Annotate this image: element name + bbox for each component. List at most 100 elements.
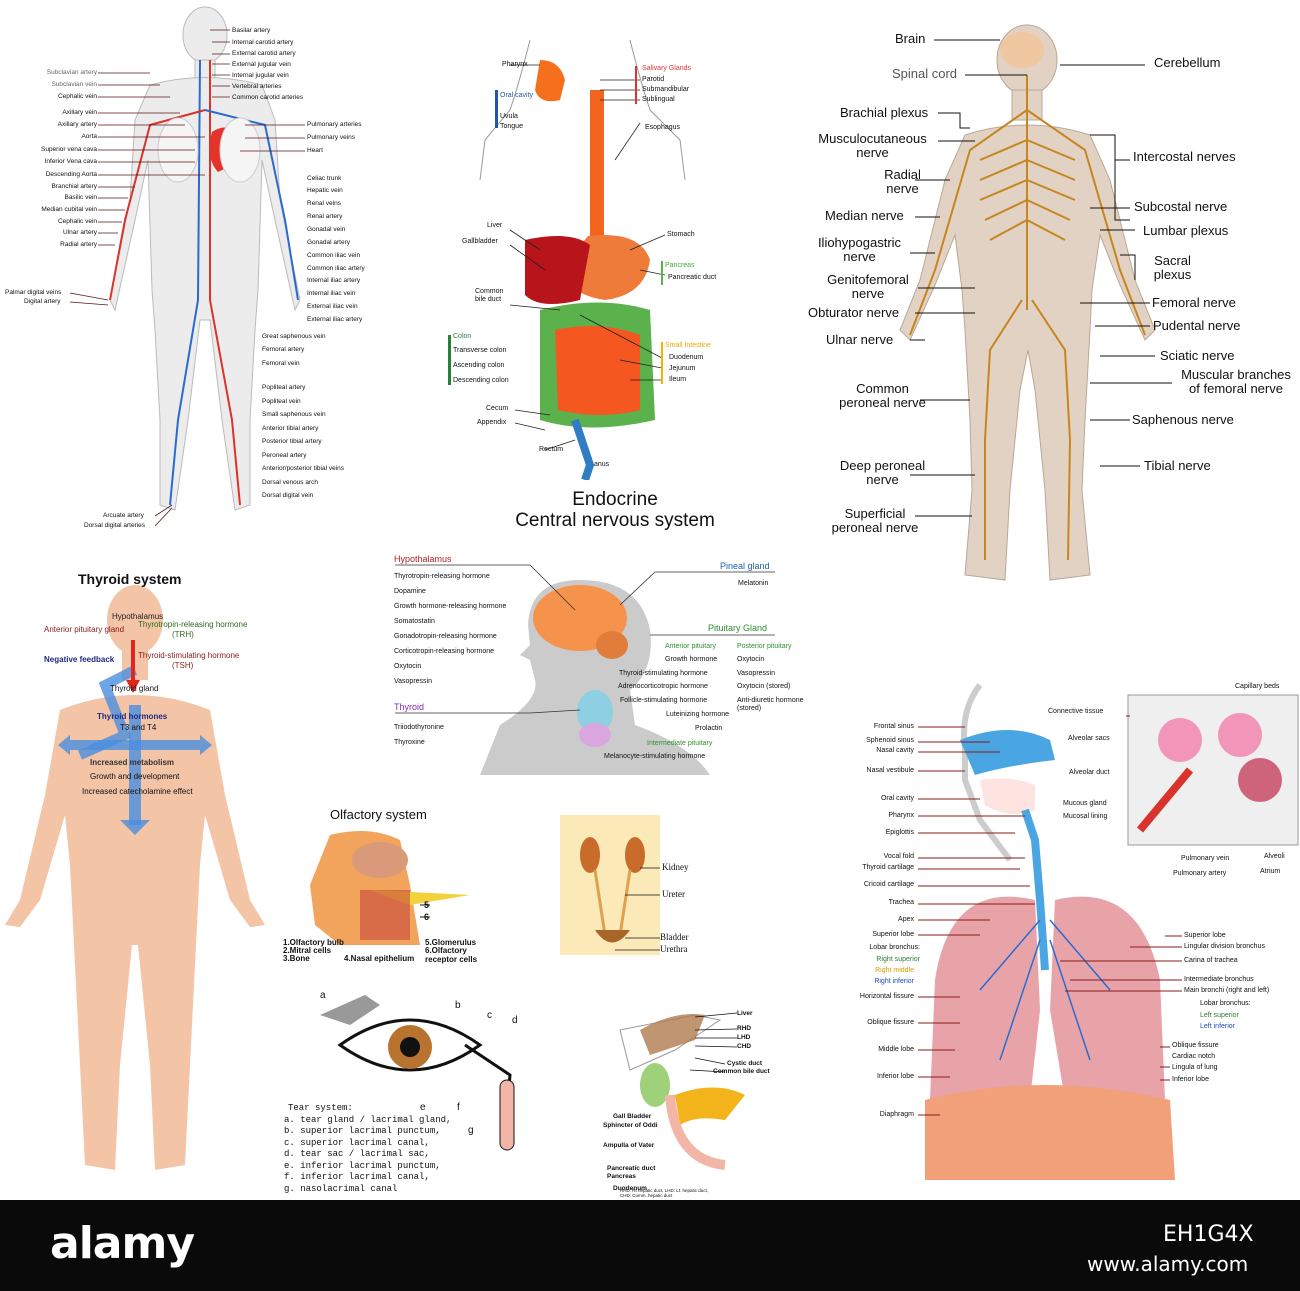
label: Oral cavity bbox=[500, 92, 534, 99]
label: Atrium bbox=[1260, 868, 1281, 875]
label: Thyroid hormones bbox=[97, 712, 168, 721]
label: Gall Bladder bbox=[613, 1113, 652, 1120]
label: Capillary beds bbox=[1235, 683, 1280, 690]
label: Jejunum bbox=[669, 365, 696, 372]
label: Obturator nerve bbox=[808, 305, 900, 320]
label: Oblique fissure bbox=[1172, 1042, 1219, 1049]
label: Somatostatin bbox=[394, 618, 435, 625]
label: Radial nerve bbox=[884, 167, 921, 197]
label: Posterior tibial artery bbox=[262, 438, 322, 445]
label: Growth hormone bbox=[665, 656, 718, 663]
label: Basilar artery bbox=[232, 27, 271, 34]
label: Corticotropin-releasing hormone bbox=[394, 648, 494, 655]
label: Left superior bbox=[1200, 1012, 1239, 1019]
label: Inferior lobe bbox=[877, 1073, 914, 1080]
label: Peroneal artery bbox=[262, 452, 307, 459]
endocrine-panel: Hypothalamus Thyrotropin-releasing hormo… bbox=[390, 550, 810, 780]
label: Ascending colon bbox=[453, 362, 505, 369]
label: Subcostal nerve bbox=[1134, 199, 1228, 214]
label: Anti-diuretic hormone (stored) bbox=[737, 697, 804, 712]
legend-item: f. inferior lacrimal canal, bbox=[284, 1172, 430, 1182]
label: Growth hormone-releasing hormone bbox=[394, 603, 507, 610]
label: Pulmonary arteries bbox=[307, 121, 362, 128]
label: Appendix bbox=[477, 419, 507, 426]
olfactory-figure bbox=[310, 831, 470, 945]
tear-panel: a b c d e f g Tear system: a. tear gland… bbox=[280, 985, 540, 1195]
label: Gonadotropin-releasing hormone bbox=[394, 633, 497, 640]
label: Median cubital vein bbox=[41, 206, 97, 213]
label: Sphincter of Oddi bbox=[603, 1122, 658, 1129]
label: Celiac trunk bbox=[307, 175, 342, 182]
label: Inferior lobe bbox=[1172, 1076, 1209, 1083]
label: Left inferior bbox=[1200, 1023, 1236, 1030]
biliary-figure bbox=[619, 1012, 745, 1170]
label: Dorsal digital arteries bbox=[84, 522, 146, 529]
legend-item: a. tear gland / lacrimal gland, bbox=[284, 1114, 452, 1125]
footer-bar: alamy EH1G4X www.alamy.com bbox=[0, 1200, 1300, 1291]
label: Vertebral arteries bbox=[232, 83, 282, 90]
label: Genitofemoral nerve bbox=[827, 272, 909, 302]
label: Dorsal digital vein bbox=[262, 492, 314, 499]
label: Cephalic vein bbox=[57, 218, 97, 225]
label: Cephalic vein bbox=[57, 93, 97, 100]
label: Urethra bbox=[660, 944, 688, 954]
label: Great saphenous vein bbox=[262, 333, 326, 340]
nervous-figure bbox=[899, 24, 1172, 581]
label: Branchial artery bbox=[51, 183, 97, 190]
label: Spinal cord bbox=[892, 66, 958, 81]
legend-item: d. tear sac / lacrimal sac, bbox=[284, 1149, 430, 1159]
label: 2.Mitral cells bbox=[283, 946, 332, 955]
label: Nasal cavity bbox=[876, 747, 914, 754]
label: Mucous gland bbox=[1063, 800, 1107, 807]
label: Anterior pituitary gland bbox=[44, 625, 125, 634]
label: Sciatic nerve bbox=[1160, 348, 1235, 363]
label: Ulnar artery bbox=[63, 229, 97, 236]
label: 3.Bone bbox=[283, 954, 310, 963]
label: Brachial plexus bbox=[840, 105, 929, 120]
label: Median nerve bbox=[825, 208, 904, 223]
label: Prolactin bbox=[695, 725, 723, 732]
label: Vasopressin bbox=[737, 670, 776, 677]
label: 4.Nasal epithelium bbox=[344, 954, 415, 963]
label: Tongue bbox=[500, 123, 523, 130]
label: Thyrotropin-releasing hormone bbox=[138, 620, 248, 629]
label: Stomach bbox=[667, 231, 695, 238]
label: Carina of trachea bbox=[1184, 957, 1238, 964]
label: Gonadal vein bbox=[307, 226, 346, 233]
label: Alveolar duct bbox=[1069, 769, 1110, 776]
label: Arcuate artery bbox=[103, 512, 144, 519]
label: Palmar digital veins bbox=[5, 289, 62, 296]
label: Lobar bronchus: bbox=[1200, 1000, 1251, 1007]
label: Colon bbox=[453, 333, 472, 340]
label: Common iliac vein bbox=[307, 252, 361, 259]
label: Increased metabolism bbox=[90, 758, 175, 767]
label: Mucosal lining bbox=[1063, 813, 1108, 820]
label: Hypothalamus bbox=[394, 554, 452, 564]
label: Oblique fissure bbox=[867, 1019, 914, 1026]
label: Common carotid arteries bbox=[232, 94, 304, 101]
label: Esophagus bbox=[645, 124, 681, 131]
label: Deep peroneal nerve bbox=[839, 458, 926, 488]
label: External jugular vein bbox=[232, 61, 291, 68]
label: Saphenous nerve bbox=[1132, 412, 1234, 427]
biliary-note-1: RHD: Rt hepatic duct, LHD: Lt. hepatic d… bbox=[620, 1188, 709, 1193]
label: External carotid artery bbox=[232, 50, 296, 57]
label: Connective tissue bbox=[1048, 708, 1104, 715]
label: Hypothalamus bbox=[112, 612, 164, 621]
label: Aorta bbox=[81, 133, 97, 140]
label: Gallbladder bbox=[462, 238, 498, 245]
label: Main bronchi (right and left) bbox=[1184, 987, 1270, 994]
label: External iliac artery bbox=[307, 316, 363, 323]
label: Submandibular bbox=[642, 86, 690, 93]
label: Axillary vein bbox=[62, 109, 97, 116]
label: Thyroid system bbox=[78, 571, 182, 587]
label: Horizontal fissure bbox=[859, 993, 914, 1000]
label: Adrenocorticotropic hormone bbox=[618, 683, 708, 690]
label: Internal jugular vein bbox=[232, 72, 289, 79]
label: Liver bbox=[737, 1010, 753, 1017]
label: Pituitary Gland bbox=[708, 623, 768, 633]
label: 6.Olfactory receptor cells bbox=[425, 946, 478, 964]
label: Descending colon bbox=[453, 377, 509, 384]
label: Popliteal vein bbox=[262, 398, 301, 405]
label: Femoral artery bbox=[262, 346, 305, 353]
